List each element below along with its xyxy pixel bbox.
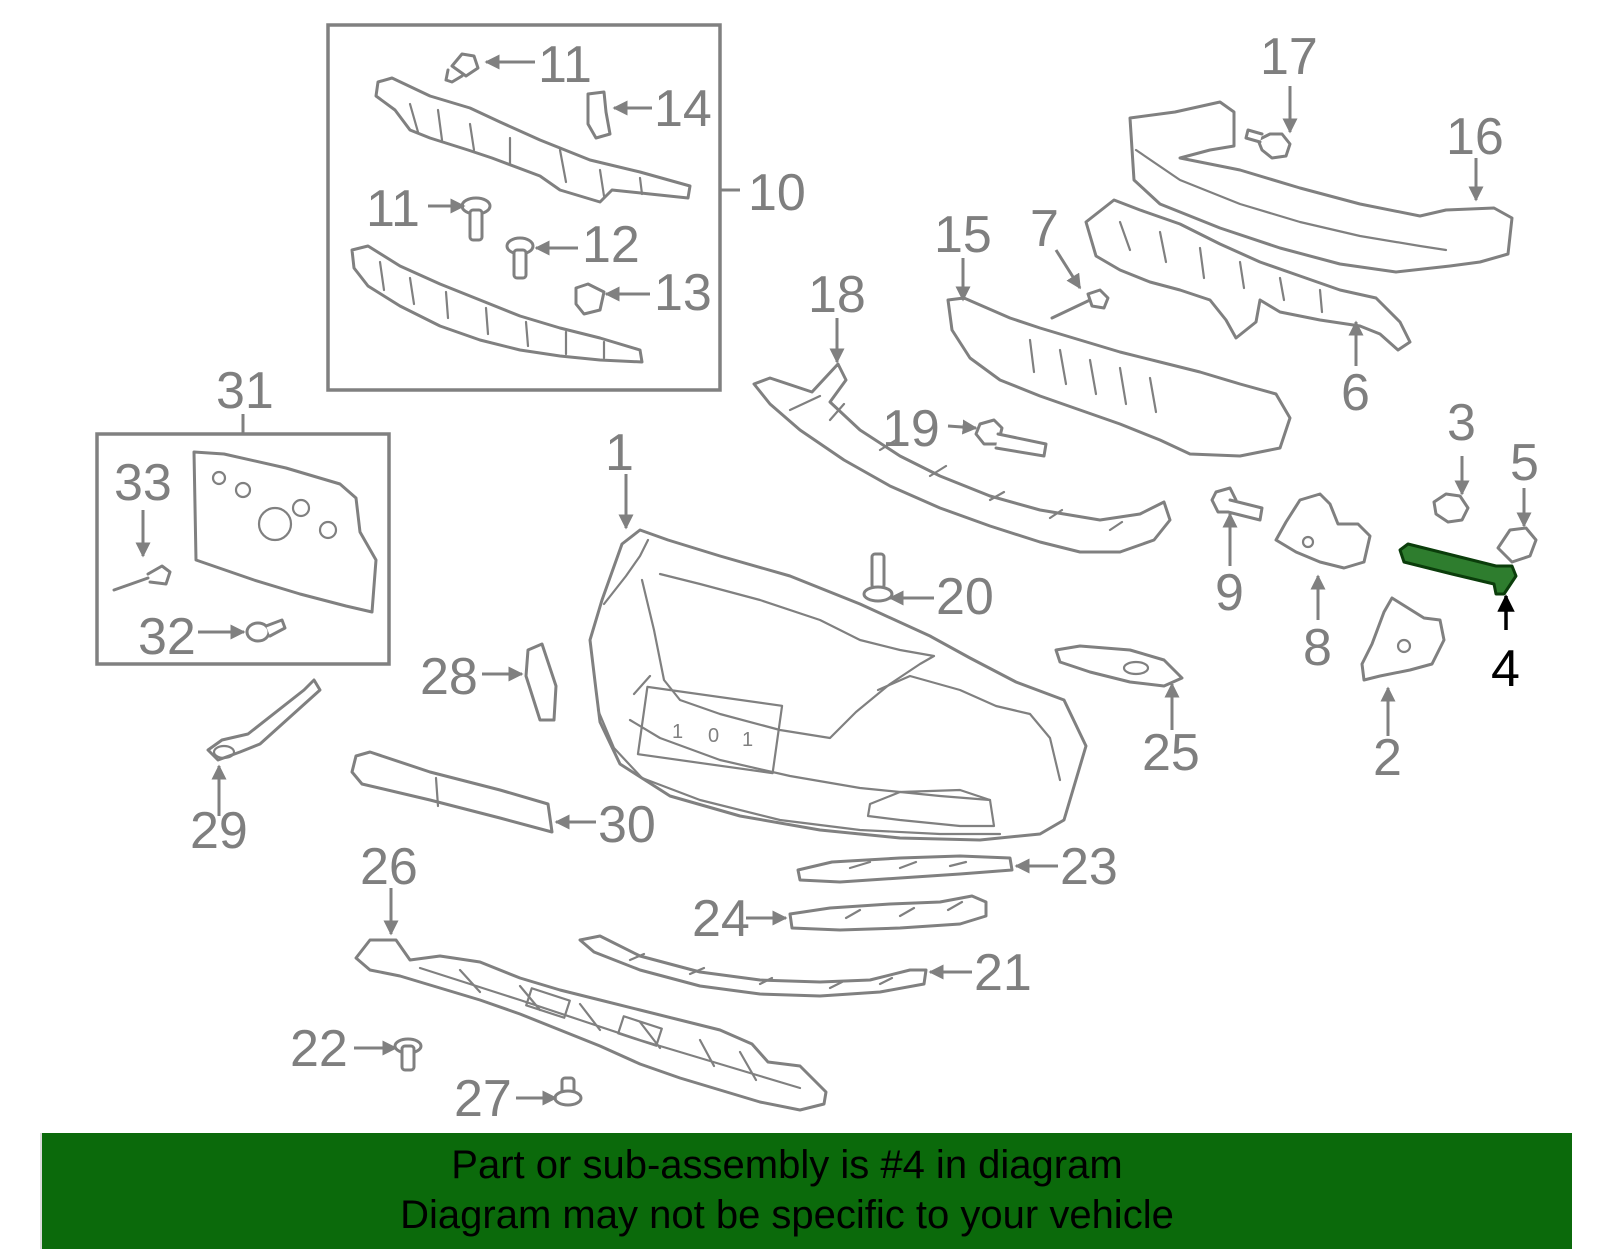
plate-digit-1: 1 — [672, 721, 683, 743]
part-clip-12[interactable] — [505, 236, 535, 280]
callout-32[interactable]: 32 — [138, 608, 196, 666]
part-splash-shield-26[interactable] — [354, 938, 828, 1112]
callout-20[interactable]: 20 — [936, 568, 994, 626]
callout-11a[interactable]: 11 — [538, 36, 592, 94]
callout-8[interactable]: 8 — [1303, 619, 1332, 677]
part-grille-bar-30[interactable] — [350, 750, 554, 834]
part-upper-support-bracket[interactable] — [374, 76, 692, 204]
part-screw-11a[interactable] — [444, 52, 480, 84]
part-fog-bezel-25[interactable] — [1054, 644, 1184, 688]
callout-33[interactable]: 33 — [114, 454, 172, 512]
callout-7[interactable]: 7 — [1030, 200, 1059, 258]
callout-30[interactable]: 30 — [598, 796, 656, 854]
callout-11b[interactable]: 11 — [366, 180, 420, 238]
part-lower-reinforcement-18[interactable] — [752, 362, 1172, 554]
callout-28[interactable]: 28 — [420, 648, 478, 706]
part-insert-28[interactable] — [524, 642, 558, 722]
part-absorber-bracket-6[interactable] — [1084, 198, 1412, 352]
part-molding-23[interactable] — [796, 854, 1014, 884]
info-banner: Part or sub-assembly is #4 in diagram Di… — [40, 1133, 1572, 1249]
part-stud-7[interactable] — [1050, 288, 1110, 320]
callout-2[interactable]: 2 — [1373, 729, 1402, 787]
banner-line-part: Part or sub-assembly is #4 in diagram — [451, 1143, 1123, 1187]
callout-9[interactable]: 9 — [1215, 564, 1244, 622]
callout-18[interactable]: 18 — [808, 266, 866, 324]
callout-5[interactable]: 5 — [1510, 434, 1539, 492]
callout-4-highlighted[interactable]: 4 — [1491, 640, 1520, 698]
banner-line-disclaimer: Diagram may not be specific to your vehi… — [400, 1193, 1174, 1237]
part-clip-5[interactable] — [1496, 526, 1538, 564]
part-screw-17[interactable] — [1244, 128, 1292, 160]
callout-14[interactable]: 14 — [654, 80, 712, 138]
callout-1[interactable]: 1 — [605, 424, 634, 482]
part-molding-21[interactable] — [578, 934, 928, 998]
callout-29[interactable]: 29 — [190, 802, 248, 860]
callout-3[interactable]: 3 — [1447, 394, 1476, 452]
callout-16[interactable]: 16 — [1446, 108, 1504, 166]
part-clip-13[interactable] — [574, 282, 606, 316]
part-molding-24[interactable] — [788, 894, 988, 932]
callout-31[interactable]: 31 — [216, 362, 274, 420]
part-clip-3[interactable] — [1432, 492, 1470, 524]
callout-26[interactable]: 26 — [360, 838, 418, 896]
callout-10[interactable]: 10 — [748, 164, 806, 222]
part-bolt-9[interactable] — [1210, 486, 1264, 522]
part-energy-absorber-15[interactable] — [946, 296, 1292, 458]
part-bolt-22[interactable] — [393, 1037, 423, 1072]
part-screw-32[interactable] — [245, 618, 287, 643]
callout-17[interactable]: 17 — [1260, 28, 1318, 86]
part-lower-grille-reinforcement[interactable] — [350, 244, 644, 364]
callout-13[interactable]: 13 — [654, 264, 712, 322]
callout-12[interactable]: 12 — [582, 216, 640, 274]
callout-22[interactable]: 22 — [290, 1020, 348, 1078]
part-impact-bar-16[interactable] — [1128, 100, 1514, 274]
plate-digit-1b: 1 — [742, 729, 753, 751]
part-license-plate-bracket[interactable] — [192, 450, 378, 614]
callout-15[interactable]: 15 — [934, 206, 992, 264]
part-pushpin-11b[interactable] — [460, 196, 492, 242]
part-bracket-2[interactable] — [1360, 596, 1446, 682]
part-bracket-8[interactable] — [1274, 492, 1372, 570]
plate-digit-0: 0 — [708, 725, 719, 747]
part-tow-eye-29[interactable] — [206, 678, 322, 762]
callout-21[interactable]: 21 — [974, 944, 1032, 1002]
part-front-fascia-1[interactable]: 1 0 1 — [588, 528, 1088, 842]
part-bolt-19[interactable] — [974, 418, 1048, 458]
part-bolt-27[interactable] — [553, 1076, 583, 1107]
part-pin-20[interactable] — [862, 552, 894, 603]
callout-25[interactable]: 25 — [1142, 724, 1200, 782]
part-clip-14[interactable] — [586, 90, 612, 140]
callout-19[interactable]: 19 — [882, 400, 940, 458]
parts-diagram: 1 0 1 — [95, 23, 1539, 1128]
callout-24[interactable]: 24 — [692, 890, 750, 948]
part-screw-33[interactable] — [112, 564, 172, 592]
callout-23[interactable]: 23 — [1060, 838, 1118, 896]
part-bracket-4-highlighted[interactable] — [1398, 542, 1518, 596]
callout-6[interactable]: 6 — [1341, 364, 1370, 422]
callout-27[interactable]: 27 — [454, 1070, 512, 1128]
group-box-10 — [326, 23, 722, 392]
